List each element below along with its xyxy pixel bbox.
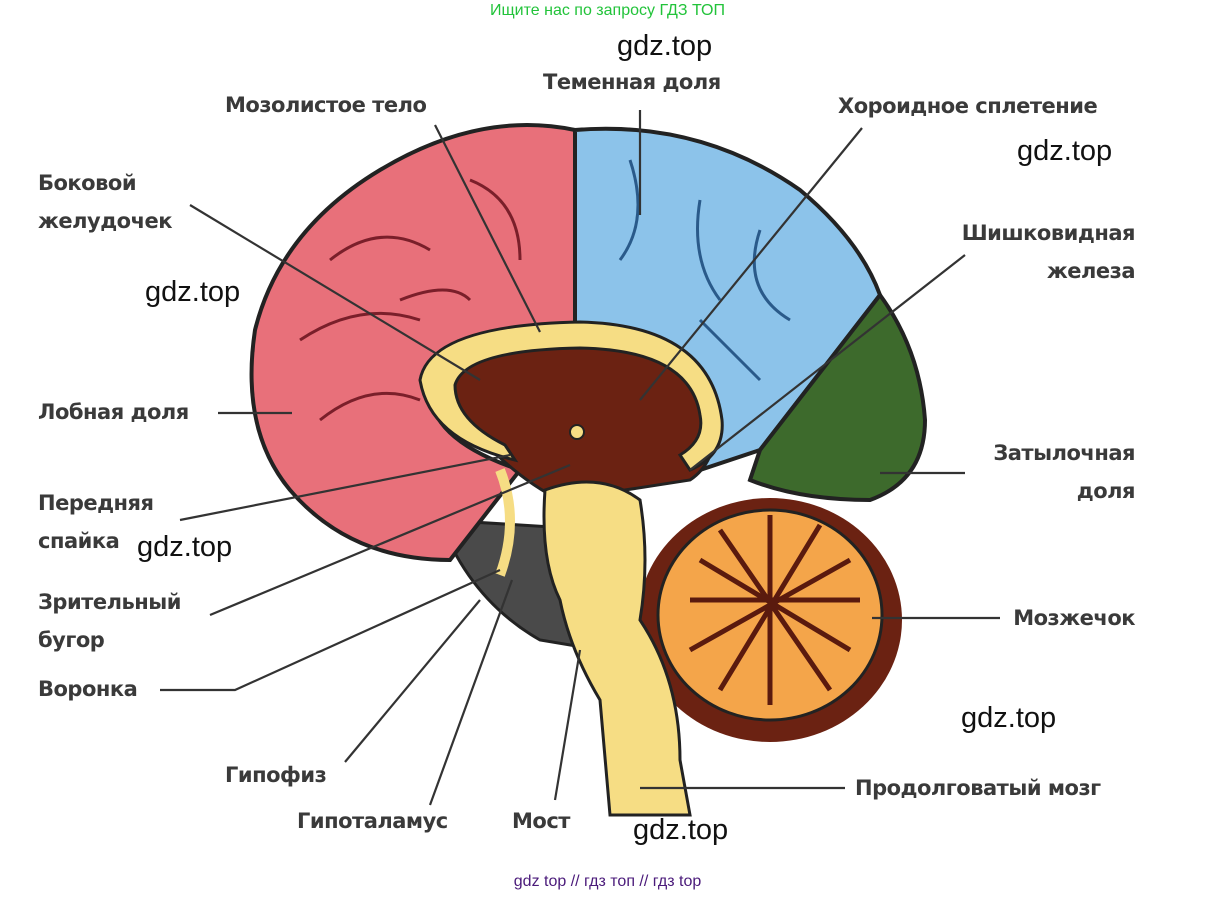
label-line: Зрительный	[38, 590, 181, 614]
watermark: gdz.top	[633, 814, 729, 846]
label-hypothalamus: Гипоталамус	[297, 809, 448, 833]
label-frontal-lobe: Лобная доля	[38, 400, 189, 424]
label-pons: Мост	[512, 809, 570, 833]
label-line: железа	[1046, 259, 1136, 283]
label-cerebellum: Мозжечок	[1013, 606, 1135, 630]
label-anterior-commissure: Передняя спайка	[38, 484, 154, 560]
label-line: Боковой	[38, 171, 137, 195]
watermark: gdz.top	[961, 702, 1057, 734]
cerebellum-folds	[688, 515, 860, 705]
label-line: бугор	[38, 628, 105, 652]
pointer-lines	[160, 110, 1000, 806]
brainstem	[542, 480, 692, 817]
footer-links[interactable]: gdz top // гдз топ // гдз top	[513, 873, 702, 890]
label-lateral-ventricle: Боковой желудочек	[38, 164, 173, 240]
label-pituitary: Гипофиз	[225, 763, 327, 787]
label-line: Передняя	[38, 491, 154, 515]
label-occipital-lobe: Затылочная доля	[993, 434, 1135, 510]
label-line: желудочек	[38, 209, 173, 233]
label-line: спайка	[38, 529, 120, 553]
label-thalamus: Зрительный бугор	[38, 583, 181, 659]
label-pineal-gland: Шишковидная железа	[961, 214, 1136, 290]
label-choroid-plexus: Хороидное сплетение	[838, 94, 1098, 118]
occipital-lobe	[747, 291, 928, 503]
label-parietal-lobe: Теменная доля	[543, 70, 721, 94]
watermark: gdz.top	[145, 276, 241, 308]
label-line: доля	[1076, 479, 1136, 503]
label-corpus-callosum: Мозолистое тело	[225, 93, 427, 117]
watermark: gdz.top	[137, 531, 233, 563]
watermark: gdz.top	[1017, 135, 1113, 167]
label-line: Затылочная	[993, 441, 1135, 465]
search-hint[interactable]: Ищите нас по запросу ГДЗ ТОП	[490, 2, 725, 19]
watermark: gdz.top	[617, 30, 713, 62]
label-infundibulum: Воронка	[38, 677, 138, 701]
label-line: Шишковидная	[961, 221, 1136, 245]
corpus-callosum	[418, 320, 724, 472]
label-medulla: Продолговатый мозг	[855, 776, 1101, 800]
